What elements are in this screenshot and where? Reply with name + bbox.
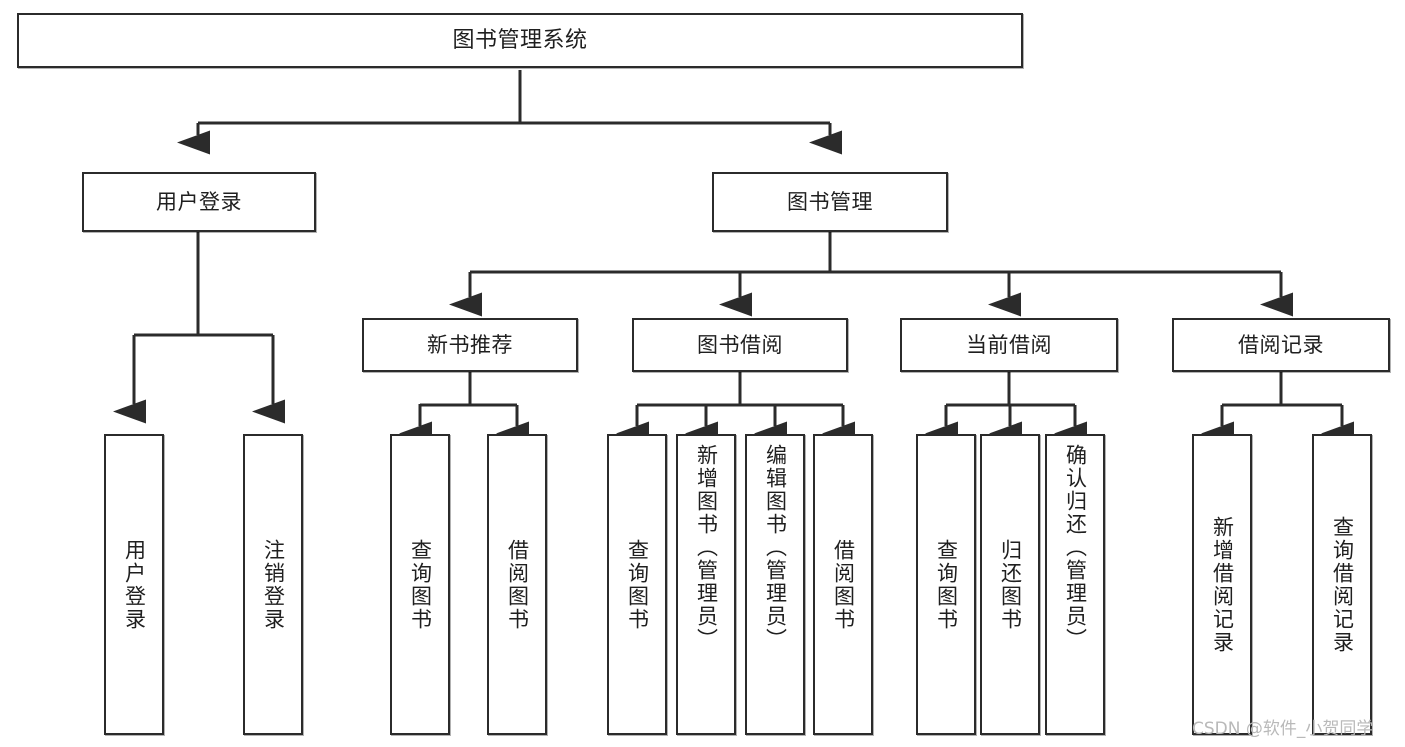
node-leaf-confirm-return-admin[interactable]: 确认归还（管理员） [1045, 434, 1105, 735]
node-label: 用户登录 [122, 538, 147, 631]
node-leaf-borrow-book-2[interactable]: 借阅图书 [813, 434, 873, 735]
node-label: 查询图书 [934, 538, 959, 631]
node-leaf-query-book-3[interactable]: 查询图书 [916, 434, 976, 735]
node-new-book-recommendation[interactable]: 新书推荐 [362, 318, 578, 372]
node-label: 图书借阅 [697, 332, 783, 357]
node-label: 借阅图书 [505, 538, 530, 631]
node-label: 确认归还（管理员） [1063, 444, 1088, 651]
node-leaf-query-borrowing-record[interactable]: 查询借阅记录 [1312, 434, 1372, 735]
node-book-management[interactable]: 图书管理 [712, 172, 948, 232]
node-leaf-user-login[interactable]: 用户登录 [104, 434, 164, 735]
node-book-borrowing[interactable]: 图书借阅 [632, 318, 848, 372]
csdn-watermark: CSDN @软件_小贺同学 [1192, 719, 1374, 739]
node-root-book-management-system[interactable]: 图书管理系统 [17, 13, 1023, 68]
node-label: 新增图书（管理员） [694, 444, 719, 651]
node-leaf-logout[interactable]: 注销登录 [243, 434, 303, 735]
node-leaf-return-book[interactable]: 归还图书 [980, 434, 1040, 735]
node-label: 编辑图书（管理员） [763, 444, 788, 651]
node-leaf-add-book-admin[interactable]: 新增图书（管理员） [676, 434, 736, 735]
node-label: 图书管理 [787, 189, 873, 214]
node-label: 用户登录 [156, 189, 242, 214]
node-label: 查询借阅记录 [1330, 515, 1355, 654]
node-label: 当前借阅 [966, 332, 1052, 357]
node-leaf-edit-book-admin[interactable]: 编辑图书（管理员） [745, 434, 805, 735]
node-current-borrowing[interactable]: 当前借阅 [900, 318, 1118, 372]
node-leaf-query-book-1[interactable]: 查询图书 [390, 434, 450, 735]
node-label: 归还图书 [998, 538, 1023, 631]
node-label: 新增借阅记录 [1210, 515, 1235, 654]
node-user-login[interactable]: 用户登录 [82, 172, 316, 232]
node-label: 借阅记录 [1238, 332, 1324, 357]
node-label: 注销登录 [261, 538, 286, 631]
node-leaf-add-borrowing-record[interactable]: 新增借阅记录 [1192, 434, 1252, 735]
node-label: 图书管理系统 [452, 27, 588, 53]
node-borrowing-record[interactable]: 借阅记录 [1172, 318, 1390, 372]
node-label: 查询图书 [408, 538, 433, 631]
node-leaf-query-book-2[interactable]: 查询图书 [607, 434, 667, 735]
node-label: 借阅图书 [831, 538, 856, 631]
node-leaf-borrow-book-1[interactable]: 借阅图书 [487, 434, 547, 735]
node-label: 查询图书 [625, 538, 650, 631]
node-label: 新书推荐 [427, 332, 513, 357]
